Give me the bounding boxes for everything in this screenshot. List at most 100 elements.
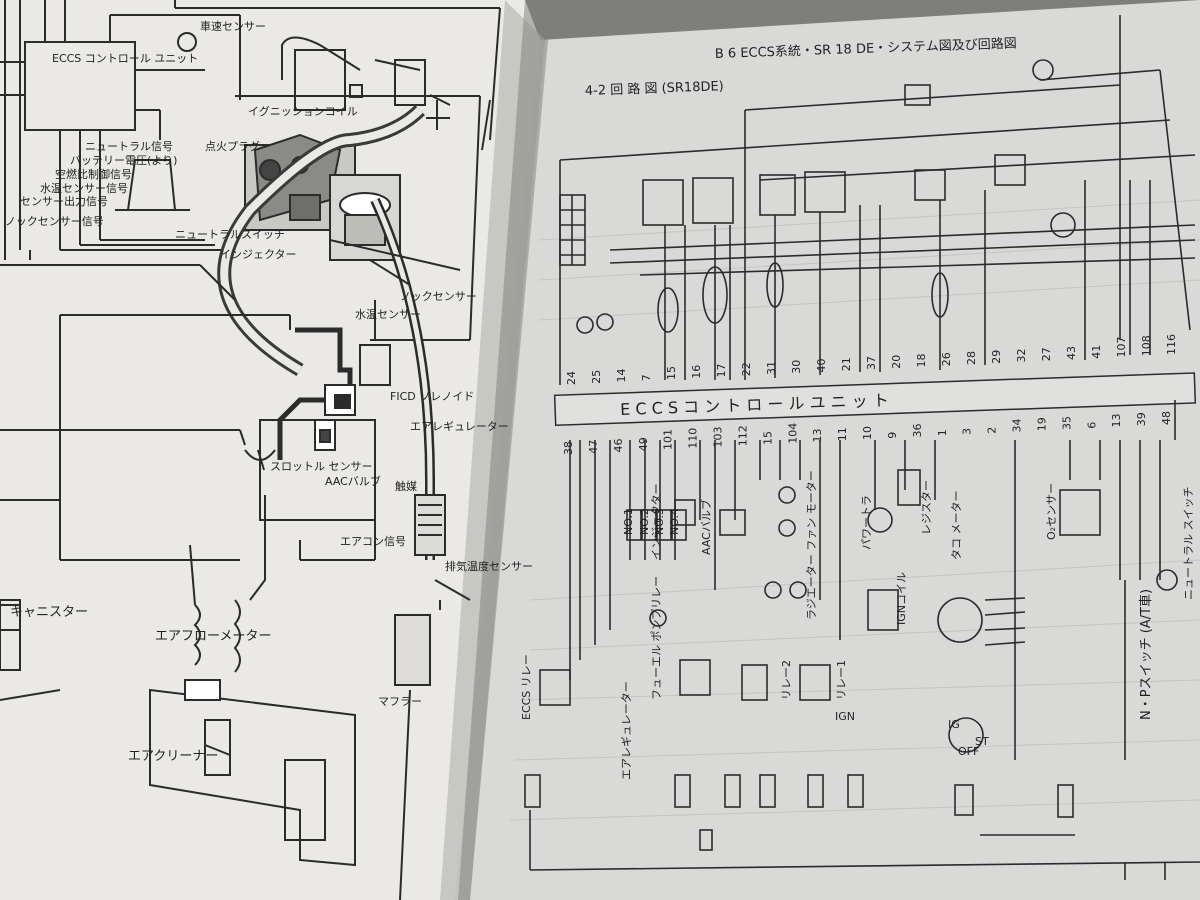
no2-label: NO.2 [638,508,651,535]
tacho-label: タコ メーター [950,491,963,561]
bottom-pin-19: 19 [1035,417,1048,431]
top-pin-15: 26 [940,352,953,366]
bottom-pin-24: 48 [1160,411,1173,425]
top-pin-11: 21 [840,357,853,371]
bottom-pin-2: 46 [612,439,625,453]
resistor-label: レジスター [920,480,933,535]
top-pin-5: 16 [690,365,703,379]
relay1-label: リレー1 [835,660,848,700]
exhaust-sensor-label: 排気温度センサー [445,559,533,573]
left-labels: ECCS コントロール ユニット 車速センサー イグニッションコイル 点火プラグ… [5,19,533,764]
aac-label: AACバルブ [325,474,381,488]
bottom-pin-6: 103 [712,427,725,448]
catalyst-label: 触媒 [395,479,417,493]
relay2-label: リレー2 [780,660,793,700]
lower-wiring [524,400,1200,880]
ignition-coil-label: イグニッションコイル [248,104,358,118]
bottom-pin-9: 104 [786,423,799,444]
speed-out-label: センサー出力信号 [20,194,108,208]
aac-valve-label: AACバルブ [699,499,713,555]
water-temp-label: 水温センサー信号 [40,182,128,195]
top-pin-22: 107 [1115,337,1128,358]
top-pin-21: 41 [1090,345,1103,359]
top-pin-17: 29 [990,350,1003,364]
fico-label: FICD ソレノイド [390,390,474,403]
bottom-pin-22: 13 [1110,414,1123,428]
air-flow-meter-label: エアフローメーター [155,629,271,644]
vehicle-speed-label: 車速センサー [200,19,266,33]
bottom-pin-18: 34 [1011,419,1024,433]
ign-label: IGN [835,710,855,723]
muffler-label: マフラー [378,695,422,708]
neutral-switch-label: ニュートラルスイッチ [175,228,285,241]
top-pin-10: 40 [815,359,828,373]
spark-plug-label: 点火プラグ [205,139,260,153]
top-pin-13: 20 [890,355,903,369]
st-label: ST [975,735,989,748]
air-regulator-label: エアレギュレーター [410,420,509,433]
top-pin-1: 25 [590,370,603,384]
air-cond-label: 空燃比制御信号 [55,167,132,181]
canister-label: キャニスター [10,605,88,620]
power-tr-label: パワートラ [860,495,873,550]
ign-coil-label: IGNコイル [895,572,908,625]
np-switch-label: N・Pスイッチ (A/T車) [1139,589,1154,720]
top-pin-9: 30 [790,360,803,374]
bottom-pin-12: 10 [861,426,874,440]
top-pin-24: 116 [1165,334,1178,355]
battery-label: バッテリー電圧(より) [70,154,177,167]
top-pin-18: 32 [1015,349,1028,363]
top-pin-20: 43 [1065,346,1078,360]
bottom-pin-16: 3 [961,428,974,435]
off-label: OFF [958,745,979,758]
bottom-pin-21: 6 [1085,422,1098,429]
bottom-pin-11: 11 [836,427,849,441]
bottom-pin-14: 36 [911,424,924,438]
bottom-pin-13: 9 [886,432,899,439]
neutral-label: ニュートラル信号 [85,140,173,153]
bottom-pin-7: 112 [736,425,749,446]
ecu-label-1: ECCS コントロール ユニット [52,52,198,65]
air-regulator-label: エアレギュレーター [620,681,633,780]
fuel-pump-label: フューエル ポンプリレー [650,576,663,700]
bleed-through-lines [509,199,1200,821]
right-labels: インジェクター NO.1 NO.2 NO.3 NO.4 AACバルブ ECCS … [520,470,1195,780]
injector-label: インジェクター [650,483,663,560]
bottom-pin-0: 38 [562,441,575,455]
top-pin-4: 15 [665,366,678,380]
no4-label: NO.4 [668,508,681,535]
upper-wiring [559,15,1196,385]
eccs-relay-label: ECCS リレー [520,654,533,720]
bottom-pin-8: 15 [761,431,774,445]
injector-label: インジェクター [220,248,297,261]
bottom-pin-4: 101 [662,429,675,450]
bottom-pin-20: 35 [1060,416,1073,430]
bottom-pin-23: 39 [1135,412,1148,426]
top-pin-8: 31 [765,361,778,375]
bottom-pin-17: 2 [986,427,999,434]
right-page [455,0,1200,900]
no1-label: NO.1 [622,508,635,535]
top-pin-6: 17 [715,364,728,378]
bottom-pin-10: 13 [811,429,824,443]
top-pin-7: 22 [740,362,753,376]
ecu-unit-band: E C C S コ ン ト ロ ー ル ユ ニ ッ ト [553,372,1197,427]
bottom-pin-5: 110 [687,428,700,449]
neutral-sw-label: ニュートラル スイッチ [1182,487,1195,601]
air-cleaner-label: エアクリーナー [128,749,218,764]
top-pin-19: 27 [1040,347,1053,361]
ig-label: IG [948,718,960,731]
section-title: 4-2 回 路 図 (SR18DE) [585,78,724,99]
aircon-signal-label: エアコン信号 [340,535,406,548]
knock-signal-label: ノックセンサー信号 [5,215,104,228]
top-pin-14: 18 [915,354,928,368]
top-pin-16: 28 [965,351,978,365]
top-pin-2: 14 [615,369,628,383]
bottom-pin-1: 47 [587,440,600,454]
knock-sensor-label: ノックセンサー [400,290,477,303]
radiator-fan-label: ラジエーター ファン モーター [805,470,818,620]
bottom-pin-3: 49 [637,437,650,451]
